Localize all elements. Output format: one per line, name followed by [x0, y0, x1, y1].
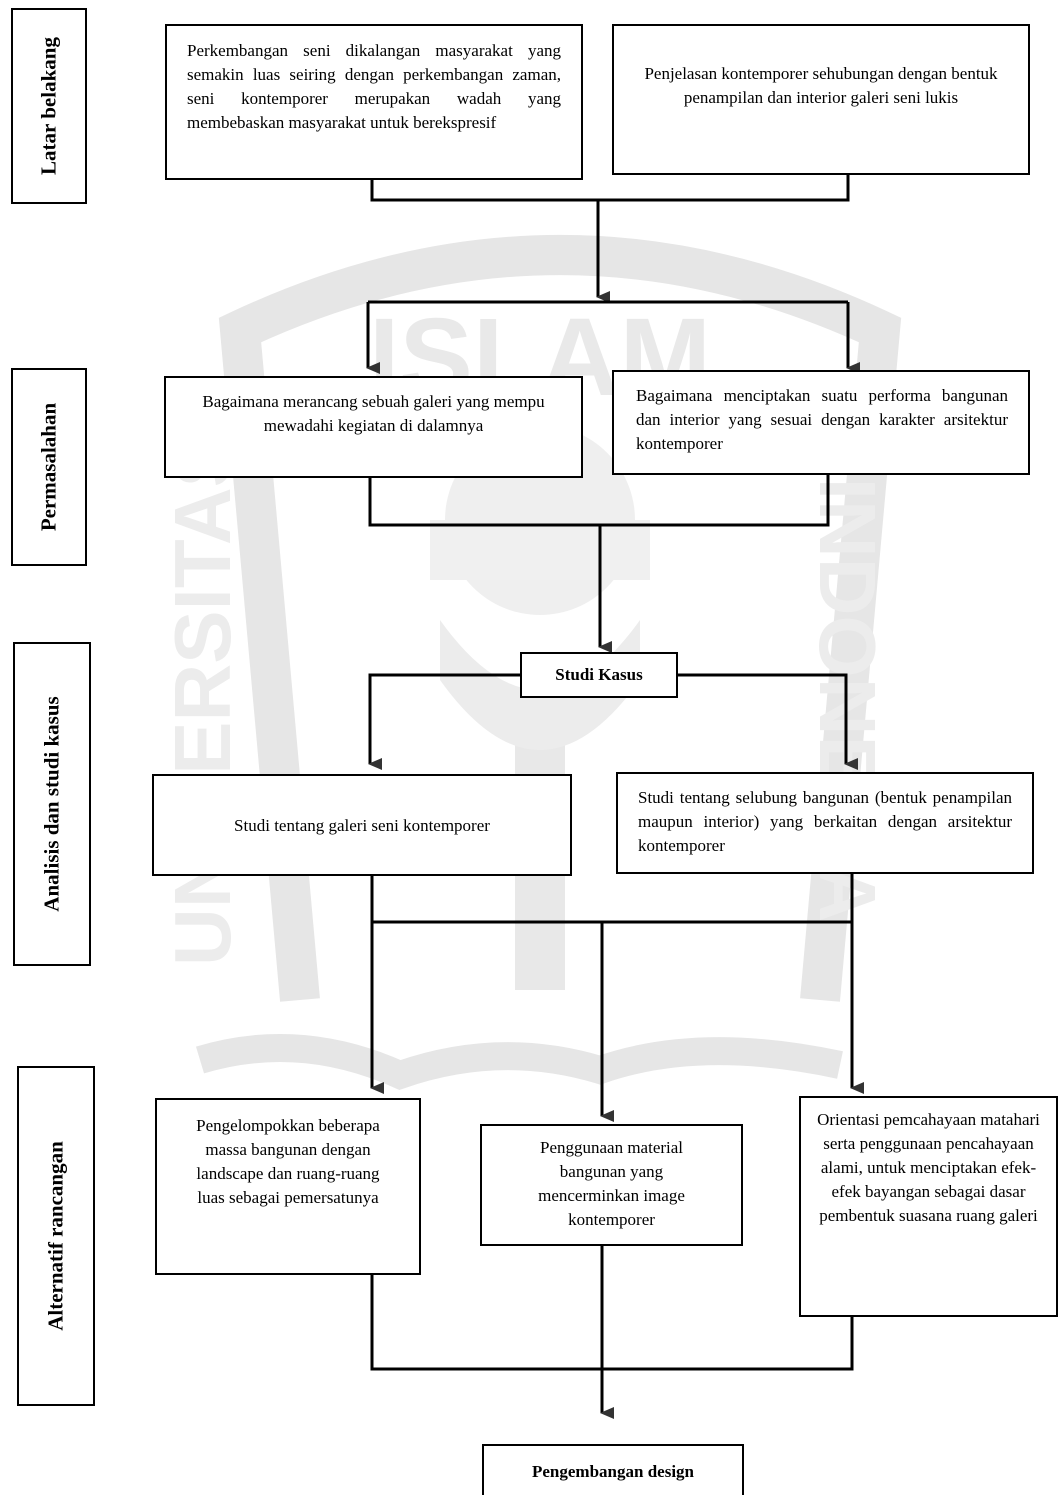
stage-latar-belakang-label: Latar belakang: [36, 37, 61, 175]
stage-alternatif: Alternatif rancangan: [17, 1066, 95, 1406]
node-background-right: Penjelasan kontemporer sehubungan dengan…: [612, 24, 1030, 175]
stage-latar-belakang: Latar belakang: [11, 8, 87, 204]
node-background-right-text: Penjelasan kontemporer sehubungan dengan…: [644, 64, 998, 107]
stage-permasalahan: Permasalahan: [11, 368, 87, 566]
node-problem-left: Bagaimana merancang sebuah galeri yang m…: [164, 376, 583, 478]
node-alternative-left: Pengelompokkan beberapa massa bangunan d…: [155, 1098, 421, 1275]
node-final-design-text: Pengembangan design: [532, 1462, 694, 1481]
stage-analisis-label: Analisis dan studi kasus: [39, 696, 64, 912]
node-case-study-text: Studi Kasus: [555, 665, 643, 684]
stage-permasalahan-label: Permasalahan: [36, 402, 61, 532]
node-background-left: Perkembangan seni dikalangan masyarakat …: [165, 24, 583, 180]
node-alternative-right: Orientasi pemcahayaan matahari serta pen…: [799, 1096, 1058, 1317]
node-study-right: Studi tentang selubung bangunan (bentuk …: [616, 772, 1034, 874]
node-alternative-right-text: Orientasi pemcahayaan matahari serta pen…: [817, 1110, 1040, 1225]
node-study-right-text: Studi tentang selubung bangunan (bentuk …: [638, 788, 1012, 855]
node-study-left-text: Studi tentang galeri seni kontemporer: [234, 816, 490, 835]
node-problem-right: Bagaimana menciptakan suatu performa ban…: [612, 370, 1030, 475]
node-problem-right-text: Bagaimana menciptakan suatu performa ban…: [636, 386, 1008, 453]
node-alternative-middle-text: Penggunaan material bangunan yang mencer…: [538, 1138, 685, 1229]
node-background-left-text: Perkembangan seni dikalangan masyarakat …: [187, 41, 561, 132]
stage-analisis: Analisis dan studi kasus: [13, 642, 91, 966]
node-problem-left-text: Bagaimana merancang sebuah galeri yang m…: [202, 392, 545, 435]
node-alternative-left-text: Pengelompokkan beberapa massa bangunan d…: [196, 1116, 380, 1207]
node-final-design: Pengembangan design: [482, 1444, 744, 1495]
node-alternative-middle: Penggunaan material bangunan yang mencer…: [480, 1124, 743, 1246]
node-case-study: Studi Kasus: [520, 652, 678, 698]
node-study-left: Studi tentang galeri seni kontemporer: [152, 774, 572, 876]
stage-alternatif-label: Alternatif rancangan: [43, 1141, 68, 1331]
